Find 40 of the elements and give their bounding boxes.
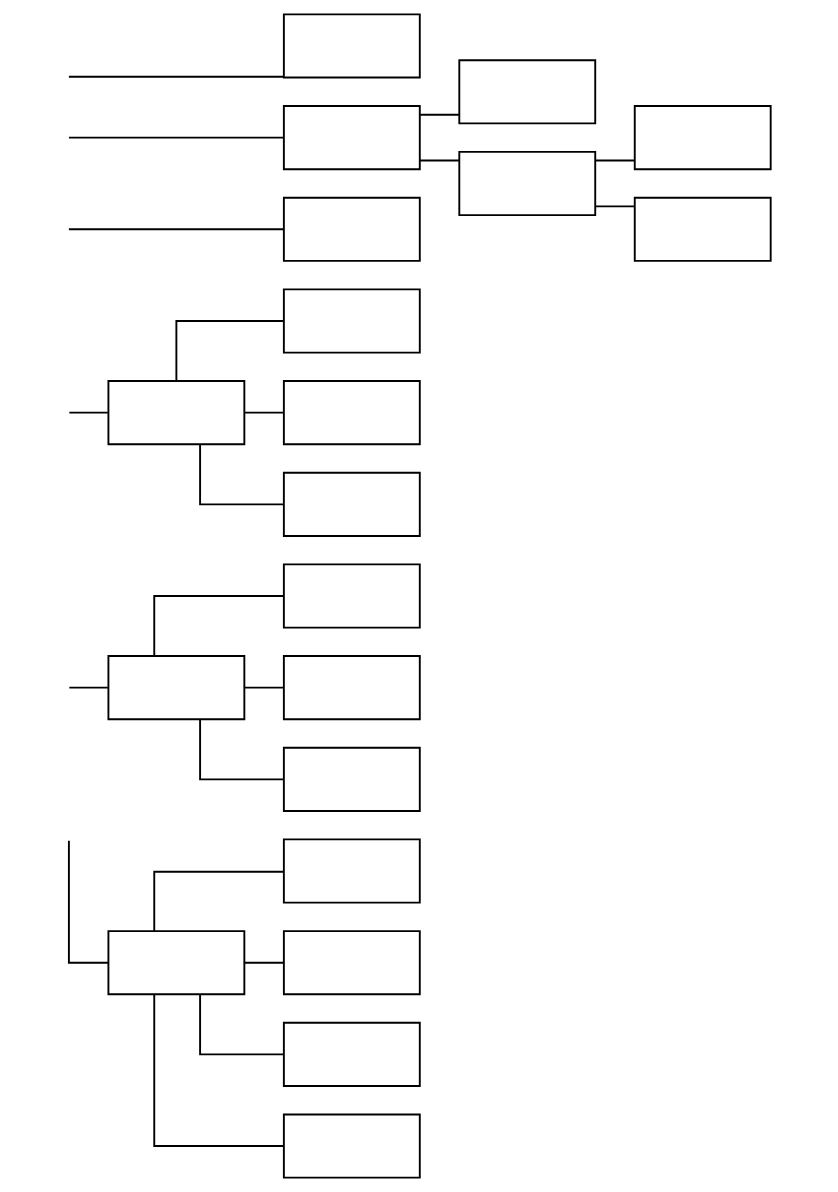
node-box: [282, 105, 421, 171]
node-box: [458, 59, 597, 125]
connector: [199, 993, 285, 1056]
connector: [419, 113, 460, 116]
node-box: [282, 746, 421, 812]
connector: [67, 839, 110, 964]
connector: [594, 205, 636, 208]
node-box: [633, 105, 772, 171]
connector: [243, 686, 285, 689]
connector: [243, 961, 285, 964]
node-box: [282, 1113, 421, 1179]
connector: [594, 159, 636, 162]
node-box: [107, 930, 246, 996]
connector: [67, 75, 285, 78]
connector: [68, 686, 109, 689]
connector: [67, 136, 285, 139]
node-box: [282, 838, 421, 904]
connector: [153, 595, 285, 657]
connector: [243, 411, 285, 414]
node-box: [282, 380, 421, 446]
node-box: [282, 13, 421, 79]
connector: [153, 870, 285, 932]
node-box: [633, 196, 772, 262]
connector: [68, 411, 109, 414]
node-box: [282, 563, 421, 629]
connector: [175, 320, 285, 382]
node-box: [107, 655, 246, 721]
node-box: [107, 380, 246, 446]
connector: [67, 228, 285, 231]
node-box: [282, 471, 421, 537]
node-box: [282, 288, 421, 354]
connector: [419, 159, 460, 162]
connector: [153, 993, 285, 1147]
node-box: [282, 196, 421, 262]
connector: [199, 443, 285, 506]
node-box: [282, 655, 421, 721]
node-box: [458, 150, 597, 217]
node-box: [282, 930, 421, 996]
connector: [199, 718, 285, 781]
node-box: [282, 1021, 421, 1087]
